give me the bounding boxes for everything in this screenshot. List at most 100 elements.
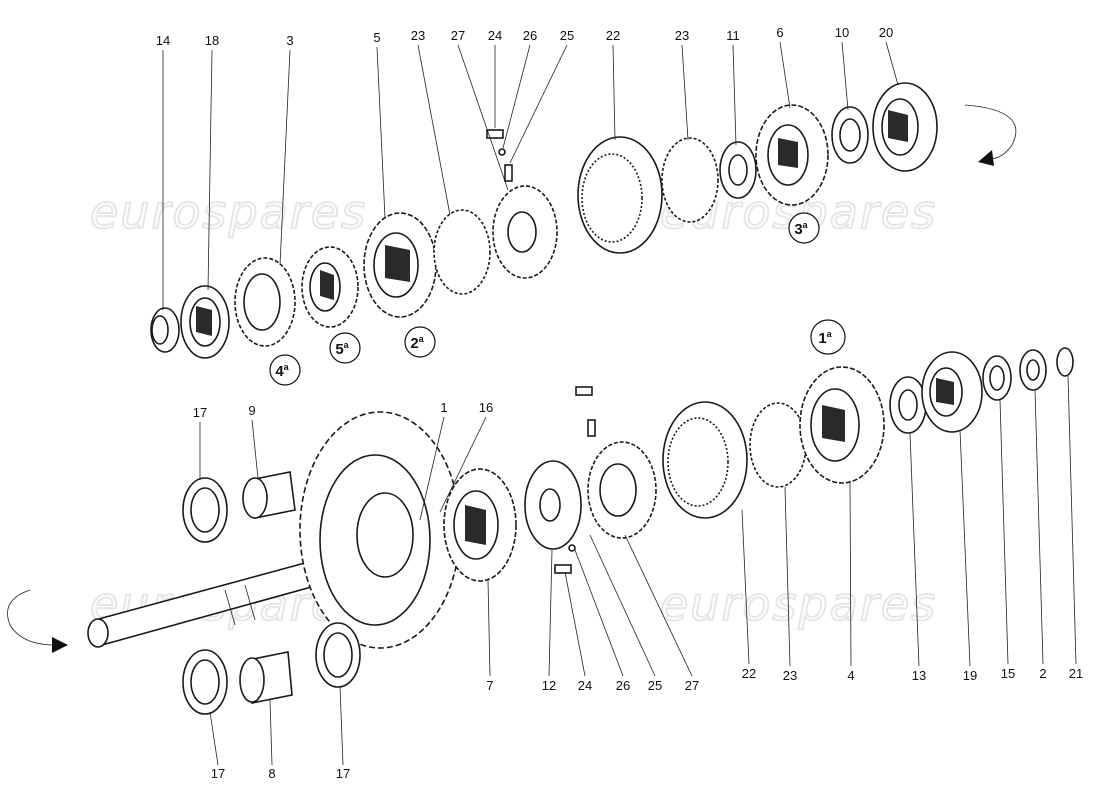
part-6-gear — [755, 104, 829, 206]
label-25-bottom: 25 — [648, 678, 662, 693]
label-16: 16 — [479, 400, 493, 415]
label-21: 21 — [1069, 666, 1083, 681]
gear-callout-1a-sup: a — [827, 329, 833, 339]
svg-text:3a: 3a — [794, 220, 808, 238]
part-21-circlip — [1056, 347, 1074, 377]
part-3-gear — [234, 257, 296, 347]
label-4: 4 — [847, 668, 854, 683]
gear-callout-3a-num: 3 — [794, 221, 802, 238]
part-17-needle-bearing-top — [182, 477, 228, 543]
label-25: 25 — [560, 28, 574, 43]
label-22-bottom: 22 — [742, 666, 756, 681]
label-12: 12 — [542, 678, 556, 693]
watermark-bottom-right: eurospares — [660, 577, 937, 631]
label-24: 24 — [488, 28, 502, 43]
label-27-bottom: 27 — [685, 678, 699, 693]
label-14: 14 — [156, 33, 170, 48]
part-10-washer — [831, 106, 869, 164]
gear-callout-4a-num: 4 — [275, 363, 284, 380]
gear-callout-2a: 2a — [404, 326, 436, 358]
top-part-labels: 14 18 3 5 23 27 24 26 25 22 23 11 6 10 2… — [156, 25, 893, 48]
part-5-gear — [363, 212, 437, 318]
part-17-needle-bearing-mid — [315, 622, 361, 688]
part-11-washer — [719, 141, 757, 199]
gear-callout-4a-sup: a — [284, 362, 290, 372]
label-17-mid: 17 — [336, 766, 350, 781]
label-22: 22 — [606, 28, 620, 43]
label-9: 9 — [248, 403, 255, 418]
part-27-hub — [492, 185, 558, 279]
top-leader-lines — [162, 41, 899, 310]
label-2: 2 — [1039, 666, 1046, 681]
part-4-gear — [799, 366, 885, 484]
label-19: 19 — [963, 668, 977, 683]
part-8-sleeve — [239, 651, 293, 704]
svg-text:1a: 1a — [818, 329, 832, 347]
svg-text:4a: 4a — [275, 362, 289, 380]
label-13: 13 — [912, 668, 926, 683]
part-23-ring — [661, 137, 719, 223]
part-23-synchro-ring — [433, 209, 491, 295]
bottom-leader-lines — [199, 375, 1077, 766]
bottom-right-labels: 7 12 24 26 25 27 22 23 4 13 19 15 2 21 — [486, 666, 1083, 693]
part-1-crown-gear — [299, 411, 461, 649]
part-20-bearing — [872, 82, 938, 172]
label-20: 20 — [879, 25, 893, 40]
watermark-top-left: eurospares — [90, 185, 367, 239]
svg-text:2a: 2a — [410, 334, 424, 352]
rotation-arrow-left-icon — [7, 589, 68, 653]
part-22-sleeve — [577, 136, 663, 254]
part-17-needle-bearing-bottom — [182, 649, 228, 715]
gear-callout-4a: 4a — [269, 354, 301, 386]
gear-callout-5a-sup: a — [344, 340, 350, 350]
label-17-bottom: 17 — [211, 766, 225, 781]
gear-callout-2a-num: 2 — [410, 335, 418, 352]
part-9-sleeve — [242, 471, 296, 519]
part-19-bearing — [921, 351, 983, 433]
bottom-left-labels: 17 9 1 16 17 8 17 — [193, 400, 493, 781]
gear-callout-1a-num: 1 — [818, 330, 826, 347]
label-6: 6 — [776, 25, 783, 40]
gear-callout-3a: 3a — [788, 212, 820, 244]
label-15: 15 — [1001, 666, 1015, 681]
label-27: 27 — [451, 28, 465, 43]
label-10: 10 — [835, 25, 849, 40]
label-18: 18 — [205, 33, 219, 48]
part-24-26-25-detent-bottom — [554, 386, 596, 574]
part-12-thrust-washer — [524, 460, 582, 550]
label-23b: 23 — [675, 28, 689, 43]
label-3: 3 — [286, 33, 293, 48]
label-23-bottom: 23 — [783, 668, 797, 683]
label-5: 5 — [373, 30, 380, 45]
part-22-sleeve-bottom — [662, 401, 748, 519]
top-shaft-parts — [150, 82, 938, 359]
part-18-bearing — [180, 285, 230, 359]
label-7: 7 — [486, 678, 493, 693]
part-24-26-25-detent — [486, 129, 513, 182]
label-11: 11 — [726, 28, 740, 43]
gear-callout-1a: 1a — [810, 319, 846, 355]
label-26-bottom: 26 — [616, 678, 630, 693]
part-5a-gear — [301, 246, 359, 328]
part-7-gear — [443, 468, 517, 582]
label-24-bottom: 24 — [578, 678, 592, 693]
bottom-shaft-parts — [87, 347, 1074, 715]
gear-callout-5a: 5a — [329, 332, 361, 364]
label-17-top: 17 — [193, 405, 207, 420]
svg-text:5a: 5a — [335, 340, 349, 358]
part-23-ring-bottom — [749, 402, 807, 488]
part-27-hub-bottom — [587, 441, 657, 539]
label-8: 8 — [268, 766, 275, 781]
label-23: 23 — [411, 28, 425, 43]
rotation-arrow-right-icon — [964, 104, 1017, 166]
part-15-nut — [982, 355, 1012, 401]
gear-callout-3a-sup: a — [803, 220, 809, 230]
part-14-nut — [150, 307, 180, 353]
part-13-washer — [889, 376, 927, 434]
part-2-washer — [1019, 349, 1047, 391]
label-26: 26 — [523, 28, 537, 43]
gear-callout-2a-sup: a — [419, 334, 425, 344]
gear-callout-5a-num: 5 — [335, 341, 343, 358]
label-1: 1 — [440, 400, 447, 415]
